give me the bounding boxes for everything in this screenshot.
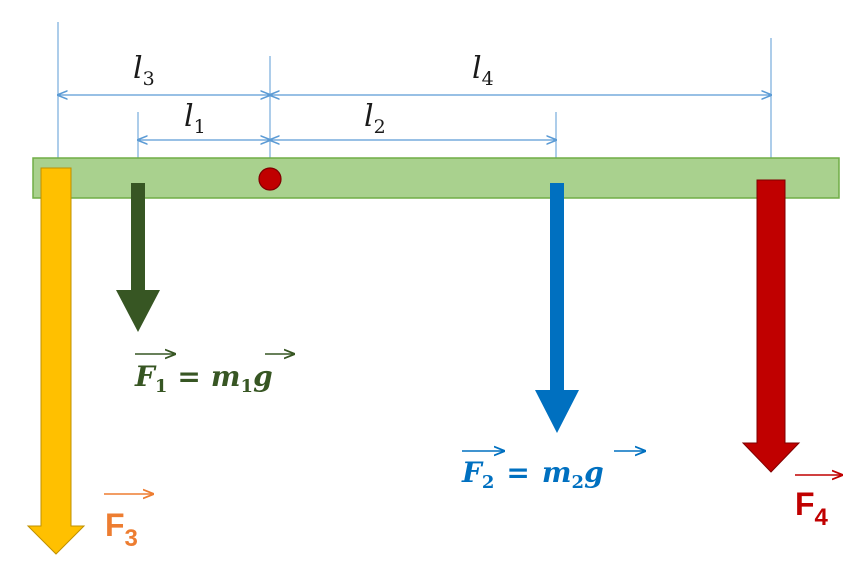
- svg-text:F1=m1g: F1=m1g: [134, 360, 273, 397]
- f1-mass: m: [211, 360, 241, 393]
- equation-f2: F2=m2g: [461, 451, 645, 493]
- label-l4: l4: [472, 51, 494, 90]
- f4-sub: 4: [815, 504, 829, 531]
- f2-sub: 2: [482, 472, 495, 493]
- equation-f1: F1=m1g: [134, 354, 294, 397]
- f2-gravity: g: [584, 456, 604, 489]
- f3-sub: 3: [125, 525, 138, 552]
- svg-text:F4: F4: [795, 486, 829, 531]
- svg-text:F2=m2g: F2=m2g: [461, 456, 604, 493]
- f1-symbol: F: [134, 360, 157, 393]
- f3-symbol: F: [105, 507, 125, 543]
- svg-text:F3: F3: [105, 507, 138, 552]
- label-l2-sub: 2: [374, 116, 386, 138]
- label-l1-sub: 1: [194, 116, 206, 138]
- label-f4: F4: [795, 475, 842, 531]
- dimension-lines: [58, 95, 771, 140]
- label-l4-symbol: l: [472, 51, 482, 86]
- force-arrow-f4: [741, 179, 801, 473]
- force-arrow-f3: [26, 167, 86, 555]
- f1-sub: 1: [155, 376, 168, 397]
- f4-symbol: F: [795, 486, 815, 522]
- label-l2-symbol: l: [364, 99, 374, 134]
- label-l3: l3: [133, 51, 155, 90]
- label-l1-symbol: l: [184, 99, 194, 134]
- f1-equals: =: [177, 360, 200, 393]
- f2-symbol: F: [461, 456, 484, 489]
- f2-mass: m: [542, 456, 572, 489]
- label-l1: l1: [184, 99, 206, 138]
- pivot-point: [258, 167, 282, 191]
- label-l3-sub: 3: [143, 68, 155, 90]
- beam: [32, 157, 840, 199]
- extension-lines: [57, 22, 772, 170]
- label-f3: F3: [104, 494, 153, 552]
- label-l2: l2: [364, 99, 386, 138]
- force-arrow-f1: [116, 183, 160, 332]
- f1-mass-sub: 1: [241, 376, 254, 397]
- label-l3-symbol: l: [133, 51, 143, 86]
- force-arrow-f2: [535, 183, 579, 433]
- label-l4-sub: 4: [482, 68, 494, 90]
- f2-mass-sub: 2: [572, 472, 585, 493]
- f1-gravity: g: [253, 360, 273, 393]
- f2-equals: =: [506, 456, 529, 489]
